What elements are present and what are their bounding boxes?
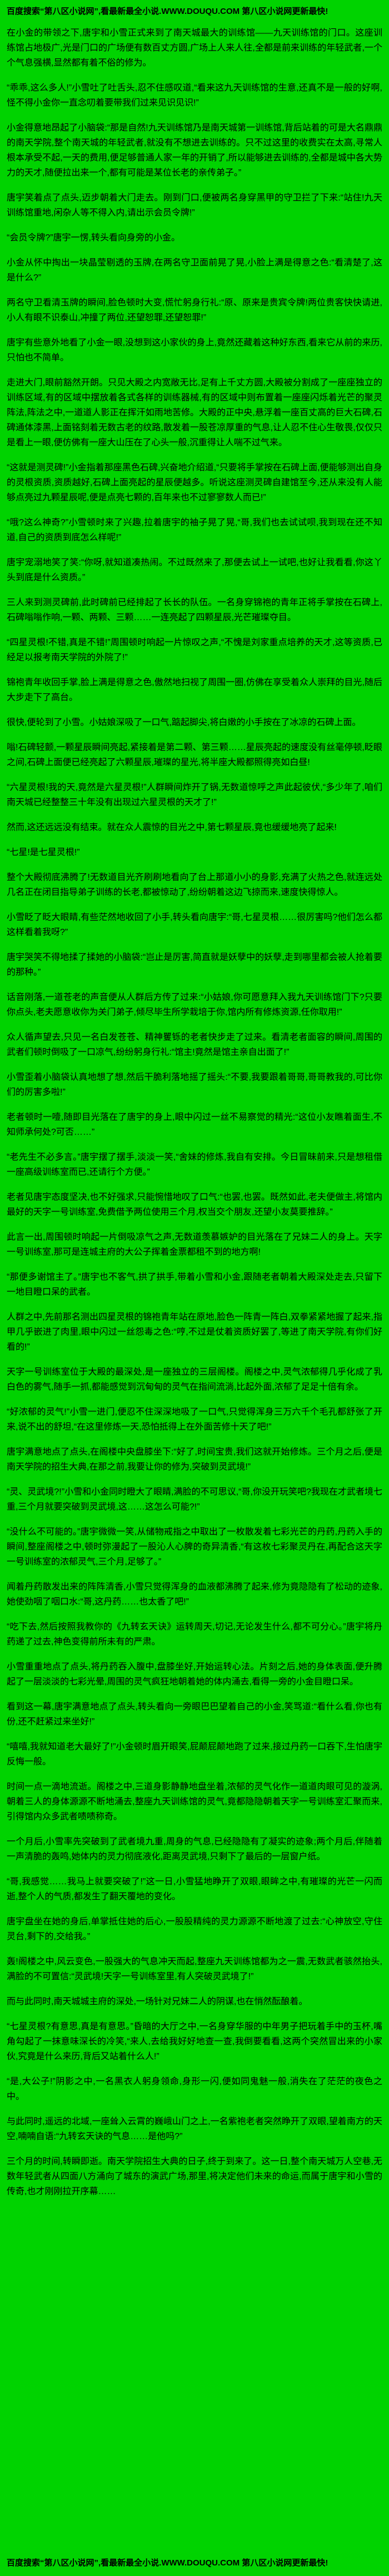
paragraph: “会员令牌?”唐宇一愣,转头看向身旁的小金。 (7, 233, 181, 243)
paragraph: “乖乖,这么多人!”小雪吐了吐舌头,忍不住感叹道,“看来这九天训练馆的生意,还真… (7, 83, 382, 108)
paragraph: “四星灵根!不错,真是不错!”周围顿时响起一片惊叹之声,“不愧是刘家重点培养的天… (7, 638, 382, 662)
paragraph: “老先生不必多言。”唐宇摆了摆手,淡淡一笑,“舍妹的修炼,我自有安排。今日冒昧前… (7, 1153, 382, 1177)
paragraph: 一个月后,小雪率先突破到了武者境九重,周身的气息,已经隐隐有了凝实的迹象;两个月… (7, 1837, 382, 1861)
paragraph: “嘻嘻,我就知道老大最好了!”小金顿时眉开眼笑,屁颠屁颠地跑了过来,接过丹药一口… (7, 1742, 382, 1767)
paragraph: 小金得意地昂起了小脑袋:“那是自然!九天训练馆乃是南天城第一训练馆,背后站着的可… (7, 123, 382, 178)
paragraph: 然而,这还远远没有结束。就在众人震惊的目光之中,第七颗星辰,竟也缓缓地亮了起来! (7, 823, 337, 832)
paragraph: 唐宇笑着点了点头,迈步朝着大门走去。刚到门口,便被两名身穿黑甲的守卫拦了下来:“… (7, 193, 382, 218)
paragraph: “灵、灵武境?!”小雪和小金同时瞪大了眼睛,满脸的不可思议,“哥,你没开玩笑吧?… (7, 1487, 382, 1512)
paragraph: 整个大殿彻底沸腾了!无数道目光齐刷刷地看向了台上那道小小的身影,充满了火热之色,… (7, 873, 382, 897)
paragraph: 锦袍青年收回手掌,脸上满是得意之色,傲然地扫视了周围一圈,仿佛在享受着众人崇拜的… (7, 678, 382, 702)
paragraph: 闻着丹药散发出来的阵阵清香,小雪只觉得浑身的血液都沸腾了起来,修为竟隐隐有了松动… (7, 1582, 382, 1607)
paragraph: “六星灵根!我的天,竟然是六星灵根!”人群瞬间炸开了锅,无数道惊呼之声此起彼伏,… (7, 783, 382, 807)
paragraph: “那便多谢馆主了。”唐宇也不客气,拱了拱手,带着小雪和小金,跟随老者朝着大殿深处… (7, 1272, 382, 1297)
paragraph: 唐宇有些意外地看了小金一眼,没想到这小家伙的身上,竟然还藏着这种好东西,看来它从… (7, 338, 382, 363)
paragraph: “好浓郁的灵气!”小雪一进门,便忍不住深深地吸了一口气,只觉得浑身三万六千个毛孔… (7, 1407, 382, 1432)
paragraph: 走进大门,眼前豁然开朗。只见大殿之内宽敞无比,足有上千丈方圆,大殿被分割成了一座… (7, 378, 382, 447)
paragraph: 时间一点一滴地流逝。阁楼之中,三道身影静静地盘坐着,浓郁的灵气化作一道道肉眼可见… (7, 1782, 382, 1822)
top-banner-link[interactable]: 百度搜索“第八区小说网”,看最新最全小说.WWW.DOUQU.COM 第八区小说… (7, 7, 328, 16)
bottom-banner-link[interactable]: 百度搜索“第八区小说网”,看最新最全小说.WWW.DOUQU.COM 第八区小说… (7, 2558, 328, 2568)
paragraph: “七星灵根?有意思,真是有意思。”昏暗的大厅之中,一名身穿华服的中年男子把玩着手… (7, 2022, 382, 2061)
paragraph: “没什么不可能的。”唐宇微微一笑,从储物戒指之中取出了一枚散发着七彩光芒的丹药,… (7, 1527, 382, 1567)
paragraph: “哥,我感觉……我马上就要突破了!”这一日,小雪猛地睁开了双眼,眼眸之中,有璀璨… (7, 1877, 382, 1901)
chapter-content: 在小金的带领之下,唐宇和小雪正式来到了南天城最大的训练馆——九天训练馆的门口。这… (7, 26, 382, 2199)
paragraph: “哦?这么神奇?”小雪顿时来了兴趣,拉着唐宇的袖子晃了晃,“哥,我们也去试试呗,… (7, 518, 382, 542)
paragraph: 众人循声望去,只见一名白发苍苍、精神矍铄的老者快步走了过来。看清老者面容的瞬间,… (7, 1033, 382, 1057)
paragraph: 很快,便轮到了小雪。小姑娘深吸了一口气,踮起脚尖,将白嫩的小手按在了冰凉的石碑上… (7, 718, 361, 727)
paragraph: “七星!是七星灵根!” (7, 848, 80, 857)
paragraph: 嗡!石碑轻颤,一颗星辰瞬间亮起,紧接着是第二颗、第三颗……星辰亮起的速度没有丝毫… (7, 743, 382, 767)
paragraph: “吃下去,然后按照我教你的《九转玄天诀》运转周天,切记,无论发生什么,都不可分心… (7, 1622, 382, 1647)
paragraph: 两名守卫看清玉牌的瞬间,脸色顿时大变,慌忙躬身行礼:“原、原来是贵宾令牌!两位贵… (7, 298, 382, 323)
paragraph: “是,大公子!”阴影之中,一名黑衣人躬身领命,身形一闪,便如同鬼魅一般,消失在了… (7, 2077, 382, 2101)
paragraph: 唐宇宠溺地笑了笑:“你呀,就知道凑热闹。不过既然来了,那便去试上一试吧,也好让我… (7, 558, 382, 582)
paragraph: 老者顿时一噎,随即目光落在了唐宇的身上,眼中闪过一丝不易察觉的精光:“这位小友瞧… (7, 1113, 382, 1137)
paragraph: 唐宇哭笑不得地揉了揉她的小脑袋:“岂止是厉害,简直就是妖孽中的妖孽,走到哪里都会… (7, 953, 382, 977)
paragraph: 而与此同时,南天城城主府的深处,一场针对兄妹二人的阴谋,也在悄然酝酿着。 (7, 1997, 308, 2006)
paragraph: 话音刚落,一道苍老的声音便从人群后方传了过来:“小姑娘,你可愿意拜入我九天训练馆… (7, 993, 382, 1017)
paragraph: 三个月的时间,转瞬即逝。南天学院招生大典的日子,终于到来了。这一日,整个南天城万… (7, 2157, 382, 2196)
paragraph: 小雪眨了眨大眼睛,有些茫然地收回了小手,转头看向唐宇:“哥,七星灵根……很厉害吗… (7, 913, 382, 937)
paragraph: 小雪重重地点了点头,将丹药吞入腹中,盘膝坐好,开始运转心法。片刻之后,她的身体表… (7, 1662, 382, 1687)
paragraph: 在小金的带领之下,唐宇和小雪正式来到了南天城最大的训练馆——九天训练馆的门口。这… (7, 28, 382, 68)
paragraph: 轰!阁楼之中,风云变色,一股强大的气息冲天而起,整座九天训练馆都为之一震,无数武… (7, 1957, 382, 1981)
paragraph: 此言一出,周围顿时响起一片倒吸凉气之声,无数道羡慕嫉妒的目光落在了兄妹二人的身上… (7, 1232, 382, 1257)
paragraph: 小雪歪着小脑袋认真地想了想,然后干脆利落地摇了摇头:“不要,我要跟着哥哥,哥哥教… (7, 1073, 382, 1097)
paragraph: 唐宇满意地点了点头,在阁楼中央盘膝坐下:“好了,时间宝贵,我们这就开始修炼。三个… (7, 1447, 382, 1472)
paragraph: 小金从怀中掏出一块晶莹剔透的玉牌,在两名守卫面前晃了晃,小脸上满是得意之色:“看… (7, 258, 382, 283)
paragraph: 老者见唐宇态度坚决,也不好强求,只能惋惜地叹了口气:“也罢,也罢。既然如此,老夫… (7, 1193, 382, 1217)
paragraph: 三人来到测灵碑前,此时碑前已经排起了长长的队伍。一名身穿锦袍的青年正将手掌按在石… (7, 598, 382, 622)
paragraph: 与此同时,遥远的北域,一座耸入云霄的巍峨山门之上,一名紫袍老者突然睁开了双眼,望… (7, 2117, 382, 2141)
paragraph: 天字一号训练室位于大殿的最深处,是一座独立的三层阁楼。阁楼之中,灵气浓郁得几乎化… (7, 1367, 382, 1392)
paragraph: 看到这一幕,唐宇满意地点了点头,转头看向一旁眼巴巴望着自己的小金,笑骂道:“看什… (7, 1702, 382, 1727)
paragraph: “这就是测灵碑!”小金指着那座黑色石碑,兴奋地介绍道,“只要将手掌按在石碑上面,… (7, 463, 382, 502)
paragraph: 唐宇盘坐在她的身后,单掌抵住她的后心,一股股精纯的灵力源源不断地渡了过去:“心神… (7, 1917, 382, 1941)
paragraph: 人群之中,先前那名测出四星灵根的锦袍青年站在原地,脸色一阵青一阵白,双拳紧紧地握… (7, 1312, 382, 1352)
